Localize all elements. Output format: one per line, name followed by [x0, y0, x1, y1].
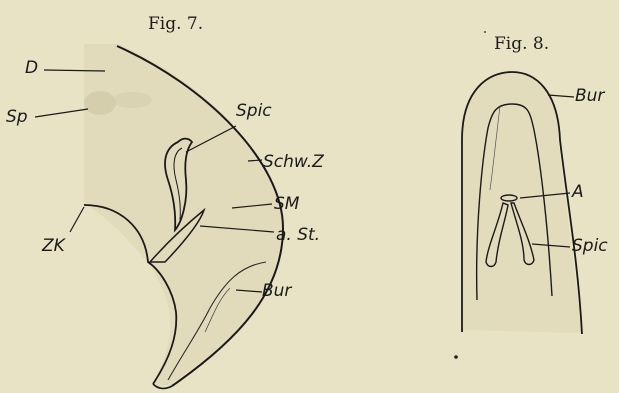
fig7-leader-Sp	[35, 109, 88, 117]
figure-8-drawing	[462, 72, 582, 334]
fig7-label-Spic: Spic	[236, 101, 272, 121]
speck	[454, 355, 458, 359]
fig7-label-Bur: Bur	[262, 281, 291, 301]
fig7-label-ZK: ZK	[42, 236, 65, 256]
fig7-label-SchwZ: Schw.Z	[263, 152, 324, 172]
fig8-label-Bur: Bur	[575, 86, 604, 106]
fig7-label-aSt: a. St.	[276, 225, 320, 245]
fig7-sp-spot-2	[112, 92, 152, 108]
fig7-label-SM: SM	[274, 194, 299, 214]
fig8-label-A: A	[572, 182, 584, 202]
fig7-label-Sp: Sp	[6, 107, 28, 127]
speck	[484, 31, 486, 33]
fig7-label-D: D	[25, 58, 38, 78]
figure-8-title: Fig. 8.	[494, 34, 549, 54]
figure-7-title: Fig. 7.	[148, 14, 203, 34]
fig7-leader-ZK	[70, 207, 84, 232]
figure-7-drawing	[35, 44, 283, 388]
fig8-leader-Bur	[548, 95, 574, 97]
fig8-label-Spic: Spic	[572, 236, 608, 256]
fig7-sp-spot	[84, 91, 116, 115]
